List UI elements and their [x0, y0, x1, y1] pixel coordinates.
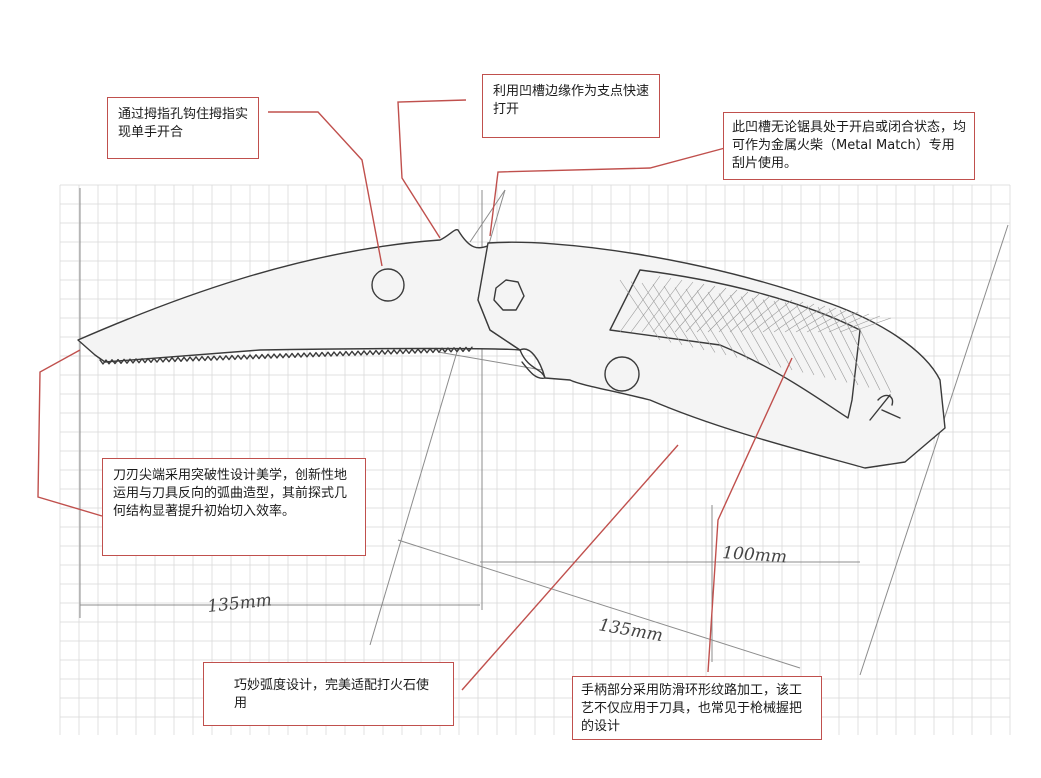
pivot-screw-icon — [493, 279, 525, 311]
hatch-line — [652, 281, 694, 333]
hatch-line — [773, 303, 815, 333]
hatch-line — [839, 309, 881, 391]
hatch-line — [674, 285, 716, 333]
blade-outline — [77, 228, 521, 363]
hatch-line — [828, 308, 870, 388]
hatch-line — [641, 279, 683, 333]
hatch-line — [850, 317, 892, 333]
hatch-line — [718, 293, 760, 363]
hatch-line — [817, 311, 859, 333]
hatch-line — [740, 296, 782, 368]
hatch-line — [674, 287, 716, 353]
hatch-line — [652, 284, 694, 348]
callout-arc-design: 巧妙弧度设计，完美适配打火石使用 — [203, 662, 454, 726]
handle-outline — [477, 241, 946, 469]
hatch-line — [663, 285, 705, 351]
hatch-line — [685, 288, 727, 356]
callout-spine-notch-text: 此凹槽无论锯具处于开启或闭合状态，均可作为金属火柴（Metal Match）专用… — [732, 120, 967, 171]
hatch-line — [729, 295, 771, 333]
hatch-line — [795, 303, 837, 381]
hatch-line — [663, 283, 705, 333]
callout-flipper-edge: 利用凹槽边缘作为支点快速打开 — [482, 74, 660, 138]
hatch-line — [740, 297, 782, 333]
callout-flipper-edge-text: 利用凹槽边缘作为支点快速打开 — [493, 84, 650, 117]
hatch-line — [729, 294, 771, 366]
dimension-label-blade: 135mm — [597, 615, 664, 646]
hatch-line — [641, 282, 683, 346]
callout-spine-notch: 此凹槽无论锯具处于开启或闭合状态，均可作为金属火柴（Metal Match）专用… — [723, 112, 975, 180]
callout-arc-design-text: 巧妙弧度设计，完美适配打火石使用 — [234, 678, 430, 711]
hatch-line — [784, 305, 826, 333]
hatch-line — [630, 281, 672, 343]
grip-texture-panel — [609, 269, 861, 419]
callout-handle-texture: 手柄部分采用防滑环形纹路加工，该工艺不仅应用于刀具，也常见于枪械握把的设计 — [572, 676, 822, 740]
dimension-label-handle: 100mm — [722, 543, 788, 567]
hatch-line — [696, 290, 738, 358]
hatch-line — [696, 289, 738, 333]
hatch-line — [806, 305, 848, 383]
handle-screw — [604, 356, 640, 392]
hatch-line — [751, 297, 793, 371]
hatch-line — [795, 307, 837, 333]
dimension-label-overall: 135mm — [206, 590, 272, 617]
callout-blade-tip-text: 刀刃尖端采用突破性设计美学，创新性地运用与刀具反向的弧曲造型，其前探式几何结构显… — [113, 468, 348, 519]
hatch-line — [784, 302, 826, 378]
hatch-line — [685, 287, 727, 333]
callout-blade-tip: 刀刃尖端采用突破性设计美学，创新性地运用与刀具反向的弧曲造型，其前探式几何结构显… — [102, 458, 366, 556]
hatch-line — [806, 309, 848, 333]
callout-thumb-hole: 通过拇指孔钩住拇指实现单手开合 — [107, 97, 259, 159]
grip-crosshatch — [619, 275, 892, 393]
blade-serration — [99, 346, 473, 365]
hatch-line — [707, 291, 749, 361]
callout-thumb-hole-text: 通过拇指孔钩住拇指实现单手开合 — [118, 107, 249, 140]
thumb-hole — [371, 268, 405, 302]
hatch-line — [850, 311, 892, 393]
hatch-line — [762, 301, 804, 333]
hatch-line — [773, 300, 815, 376]
hatch-line — [762, 299, 804, 373]
hatch-line — [828, 313, 870, 333]
hatch-line — [817, 306, 859, 386]
callout-handle-texture-text: 手柄部分采用防滑环形纹路加工，该工艺不仅应用于刀具，也常见于枪械握把的设计 — [581, 683, 803, 734]
leader-lines — [37, 99, 793, 691]
hatch-line — [619, 279, 661, 341]
hatch-line — [707, 291, 749, 333]
hatch-line — [718, 293, 760, 333]
flipper-notch — [519, 349, 546, 379]
pommel-mark — [869, 394, 901, 421]
hatch-line — [839, 315, 881, 333]
knife-drawing — [77, 228, 946, 469]
